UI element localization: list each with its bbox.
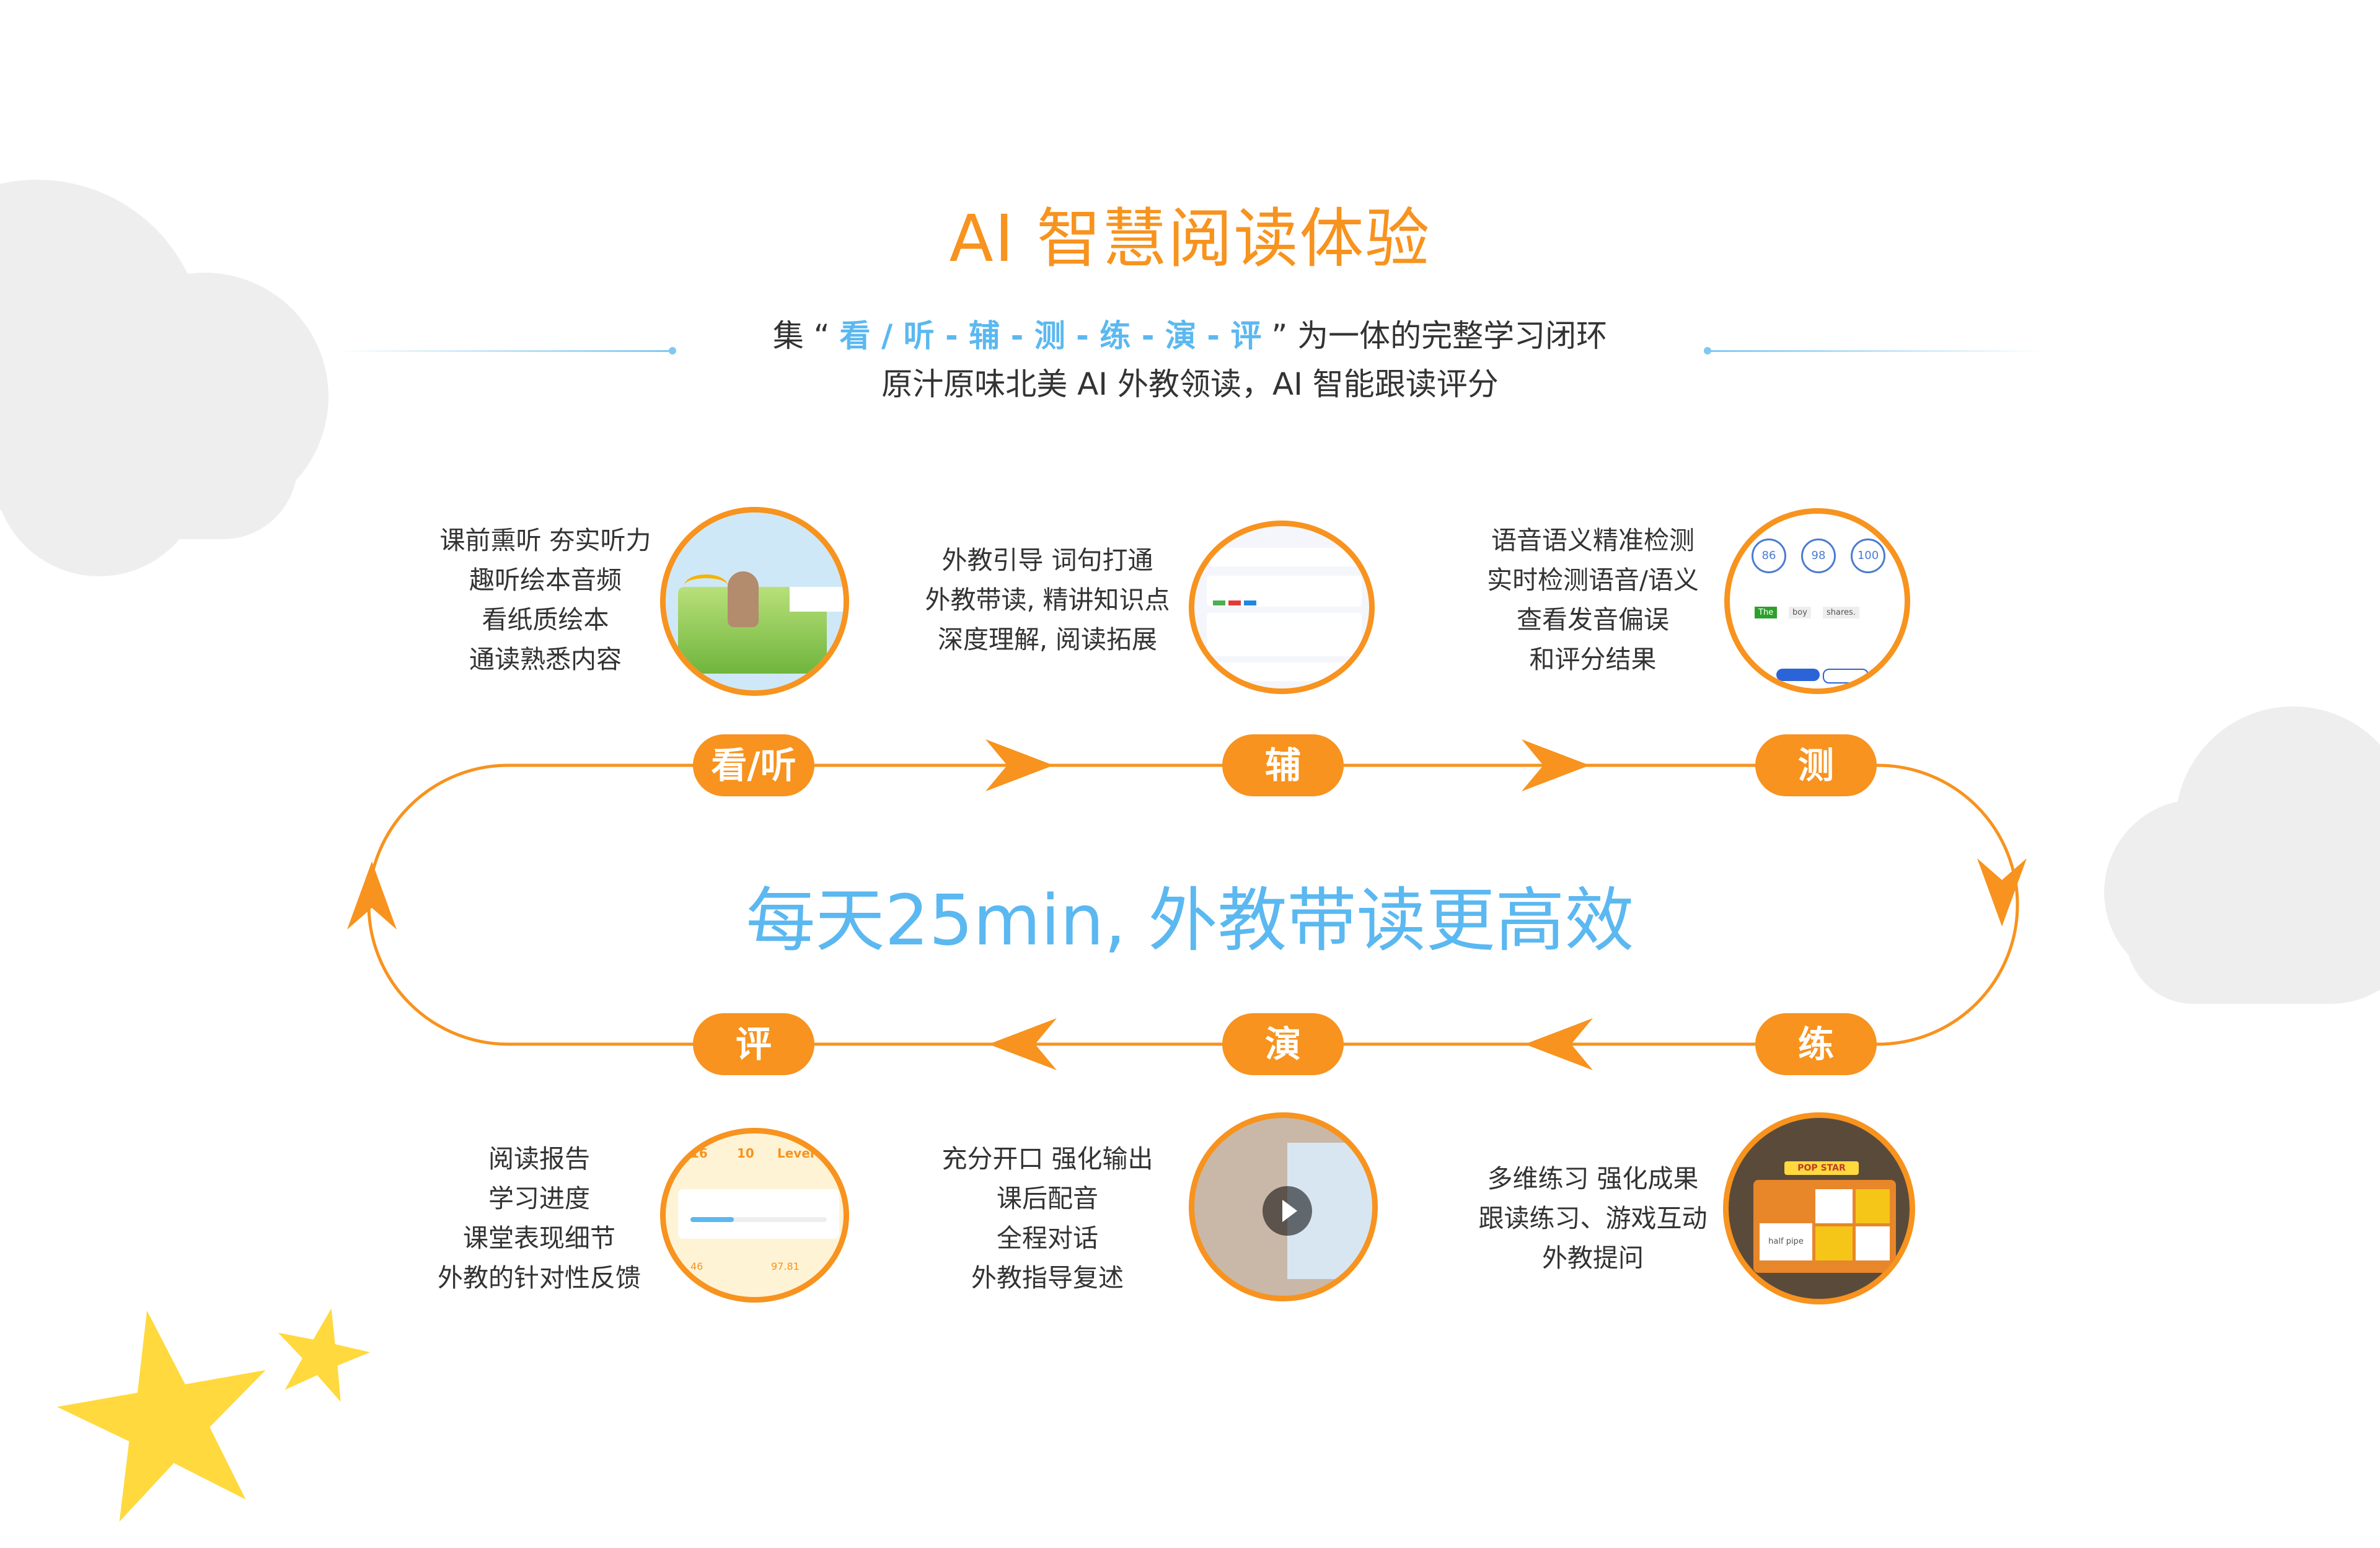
page-text-illustration <box>790 587 844 612</box>
report-stat: 10 <box>737 1146 754 1161</box>
subtitle-suffix: ” 为一体的完整学习闭环 <box>1261 318 1608 354</box>
report-stat: 16 <box>690 1146 708 1161</box>
step-line: 课后配音 <box>997 1184 1098 1213</box>
step-line: 外教引导 词句打通 <box>941 545 1153 575</box>
step-pill-kan-ting: 看/听 <box>693 734 814 796</box>
word-chip-correct: The <box>1755 607 1778 618</box>
chat-bubble <box>1207 662 1362 681</box>
game-card <box>1815 1226 1853 1260</box>
report-stat: 97.81 <box>771 1260 800 1272</box>
tag-red <box>1228 600 1241 605</box>
step-text-lian: 多维练习 强化成果 跟读练习、游戏互动 外教提问 <box>1463 1159 1723 1278</box>
step-line: 学习进度 <box>488 1184 590 1213</box>
score-circle: 100 <box>1851 539 1885 573</box>
chat-bubble <box>1210 548 1359 566</box>
step-pill-fu: 辅 <box>1222 734 1344 796</box>
rainbow-illustration <box>684 574 728 597</box>
progress-card <box>678 1189 839 1239</box>
subtitle-line-1: 集 “ 看 / 听 - 辅 - 测 - 练 - 演 - 评 ” 为一体的完整学习… <box>0 311 2380 356</box>
step-line: 多维练习 强化成果 <box>1487 1164 1699 1194</box>
outline-button-shape <box>1823 669 1869 684</box>
decorative-dot-left <box>669 347 676 354</box>
step-line: 看纸质绘本 <box>482 605 609 635</box>
decorative-line-right <box>1708 350 2045 352</box>
step-pill-ce: 测 <box>1755 734 1877 796</box>
step-text-ping: 阅读报告 学习进度 课堂表现细节 外教的针对性反馈 <box>415 1139 663 1298</box>
chat-bubble <box>1207 613 1362 656</box>
thumbnail-report: 16 10 Level 5 46 97.81 <box>660 1128 849 1303</box>
step-line: 阅读报告 <box>488 1144 590 1174</box>
subtitle-line-2: 原汁原味北美 AI 外教领读，AI 智能跟读评分 <box>881 366 1499 402</box>
decorative-dot-right <box>1704 347 1711 354</box>
step-line: 外教带读, 精讲知识点 <box>925 585 1170 615</box>
tag-green <box>1213 600 1225 605</box>
step-line: 查看发音偏误 <box>1517 605 1669 635</box>
game-card <box>1856 1189 1890 1223</box>
step-pill-ping: 评 <box>693 1013 814 1075</box>
step-pill-yan: 演 <box>1222 1013 1344 1075</box>
thumbnail-video <box>1189 1112 1378 1301</box>
step-line: 外教提问 <box>1542 1243 1644 1273</box>
subtitle-prefix: 集 “ <box>772 318 840 354</box>
step-text-yan: 充分开口 强化输出 课后配音 全程对话 外教指导复述 <box>911 1139 1184 1298</box>
blue-button-shape <box>1776 669 1820 681</box>
step-line: 外教的针对性反馈 <box>438 1263 641 1293</box>
thumbnail-scores: 86 98 100 The boy shares. <box>1724 508 1910 694</box>
step-line: 实时检测语音/语义 <box>1487 565 1699 595</box>
step-line: 充分开口 强化输出 <box>941 1144 1153 1174</box>
step-text-kan-ting: 课前熏听 夯实听力 趣听绘本音频 看纸质绘本 通读熟悉内容 <box>415 521 676 679</box>
step-line: 课前熏听 夯实听力 <box>439 526 651 555</box>
thumbnail-picture-book <box>660 507 849 696</box>
step-line: 课堂表现细节 <box>463 1223 615 1253</box>
thumbnail-game: POP STAR half pipe <box>1723 1112 1915 1304</box>
step-text-ce: 语音语义精准检测 实时检测语音/语义 查看发音偏误 和评分结果 <box>1463 521 1723 679</box>
step-pill-lian: 练 <box>1755 1013 1877 1075</box>
progress-fill <box>690 1217 734 1222</box>
step-text-fu: 外教引导 词句打通 外教带读, 精讲知识点 深度理解, 阅读拓展 <box>905 540 1190 659</box>
play-button-icon[interactable] <box>1263 1186 1312 1236</box>
step-line: 语音语义精准检测 <box>1491 526 1695 555</box>
step-line: 跟读练习、游戏互动 <box>1478 1203 1708 1233</box>
step-line: 外教指导复述 <box>971 1263 1124 1293</box>
score-circle: 86 <box>1752 539 1786 573</box>
game-card <box>1856 1226 1890 1260</box>
step-line: 通读熟悉内容 <box>469 644 622 674</box>
center-slogan: 每天25min, 外教带读更高效 <box>746 881 1634 961</box>
game-card-text: half pipe <box>1760 1223 1812 1260</box>
word-chip: shares. <box>1823 607 1859 618</box>
thumbnail-chat <box>1189 521 1375 694</box>
subtitle-chain: 看 / 听 - 辅 - 测 - 练 - 演 - 评 <box>839 318 1262 354</box>
game-banner: POP STAR <box>1784 1161 1859 1175</box>
game-card <box>1815 1189 1853 1223</box>
score-circle: 98 <box>1801 539 1836 573</box>
word-chip: boy <box>1789 607 1811 618</box>
page-title: AI 智慧阅读体验 <box>949 201 1431 276</box>
tag-blue <box>1244 600 1256 605</box>
step-line: 全程对话 <box>997 1223 1098 1253</box>
step-line: 趣听绘本音频 <box>469 565 622 595</box>
step-line: 和评分结果 <box>1529 644 1657 674</box>
report-stat: 46 <box>690 1260 703 1272</box>
step-line: 深度理解, 阅读拓展 <box>937 625 1158 654</box>
rabbit-illustration <box>728 571 759 627</box>
decorative-line-left <box>335 350 672 352</box>
progress-track <box>690 1217 827 1222</box>
report-stat: Level 5 <box>777 1146 827 1161</box>
